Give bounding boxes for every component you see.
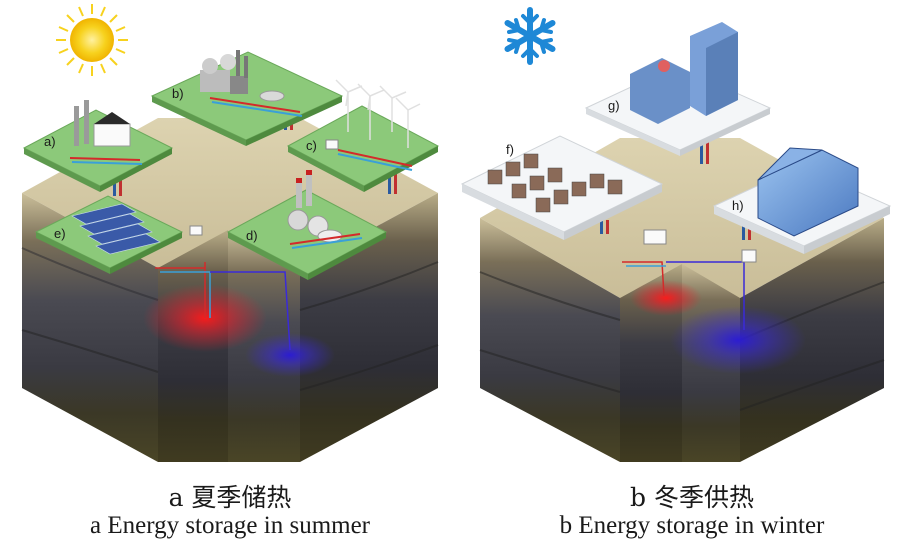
platform-h-greenhouse: h) bbox=[712, 147, 892, 254]
platform-c-wind-farm: c) bbox=[286, 79, 440, 192]
hot-storage-plume bbox=[630, 280, 702, 316]
label-d: d) bbox=[246, 228, 258, 243]
label-e: e) bbox=[54, 226, 66, 241]
summer-caption-en: a Energy storage in summer bbox=[89, 512, 371, 539]
platform-b-industrial: b) bbox=[150, 50, 344, 146]
platform-e-solar: e) bbox=[34, 195, 203, 274]
label-b: b) bbox=[172, 86, 184, 101]
summer-panel: b) a) bbox=[21, 4, 440, 462]
summer-caption-zh: a 夏季储热 bbox=[168, 483, 292, 512]
label-c: c) bbox=[306, 138, 317, 153]
label-g: g) bbox=[608, 98, 620, 113]
platform-supports bbox=[600, 140, 751, 240]
well-pipes bbox=[622, 229, 757, 330]
winter-caption-zh: b 冬季供热 bbox=[630, 483, 754, 512]
label-f: f) bbox=[506, 142, 514, 157]
winter-caption-en: b Energy storage in winter bbox=[559, 512, 825, 539]
well-pipes bbox=[155, 262, 291, 351]
platform-a-power-plant: a) bbox=[22, 100, 174, 192]
label-h: h) bbox=[732, 198, 744, 213]
cold-storage-plume bbox=[670, 306, 806, 374]
platform-d-refinery: d) bbox=[226, 170, 388, 280]
platform-g-hospital: g) bbox=[584, 22, 772, 156]
label-a: a) bbox=[44, 134, 56, 149]
winter-panel: g) f) bbox=[460, 7, 892, 462]
cold-storage-plume bbox=[245, 333, 335, 377]
snowflake-icon bbox=[504, 7, 556, 65]
platform-f-residential: f) bbox=[460, 135, 664, 240]
sun-icon bbox=[56, 4, 128, 76]
